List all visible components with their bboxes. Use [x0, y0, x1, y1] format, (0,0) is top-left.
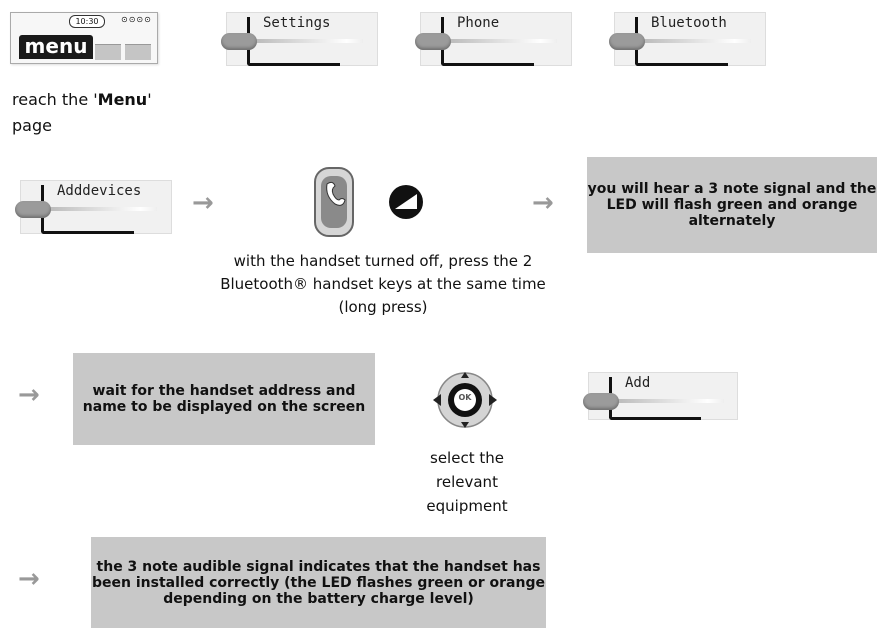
clock: 10:30: [69, 15, 105, 28]
menu-item-phone[interactable]: Phone: [415, 12, 572, 66]
settings-label: Settings: [263, 15, 331, 31]
select-key[interactable]: [609, 33, 645, 50]
menu-word: Menu: [97, 90, 148, 109]
arrow-icon: →: [18, 380, 40, 410]
menu-item-add[interactable]: Add: [583, 372, 738, 420]
select-key[interactable]: [15, 201, 51, 218]
menu-item-add-devices[interactable]: Adddevices: [15, 180, 172, 234]
arrow-icon: →: [532, 188, 554, 218]
select-key[interactable]: [583, 393, 619, 410]
signal-note: you will hear a 3 note signal and the LE…: [587, 157, 877, 253]
menu-instruction: reach the 'Menu' page: [12, 90, 152, 135]
add-label: Add: [625, 375, 651, 391]
menu-key[interactable]: menu: [19, 35, 93, 59]
ok-label: OK: [458, 393, 472, 402]
final-note: the 3 note audible signal indicates that…: [91, 537, 546, 628]
handset-keys-caption: with the handset turned off, press the 2…: [220, 252, 546, 316]
add-devices-label: Adddevices: [57, 183, 142, 199]
arrow-icon: →: [18, 564, 40, 594]
bluetooth-key-icon: [389, 185, 423, 219]
softkey-3[interactable]: [125, 44, 151, 60]
select-caption: select the relevant equipment: [426, 449, 508, 515]
phone-label: Phone: [457, 15, 500, 31]
menu-item-settings[interactable]: Settings: [221, 12, 378, 66]
bluetooth-label: Bluetooth: [651, 15, 727, 31]
select-key[interactable]: [415, 33, 451, 50]
arrow-icon: →: [192, 188, 214, 218]
select-key[interactable]: [221, 33, 257, 50]
softkey-2[interactable]: [95, 44, 121, 60]
handset-icon: [314, 167, 354, 237]
menu-item-bluetooth[interactable]: Bluetooth: [609, 12, 766, 66]
navigator-ok-key[interactable]: OK: [431, 370, 499, 430]
phone-display: 10:30 ⊙⊙⊙⊙ menu: [10, 12, 158, 64]
wait-note: wait for the handset address and name to…: [73, 353, 375, 445]
status-icons: ⊙⊙⊙⊙: [121, 15, 152, 24]
navigator-icon: [433, 372, 497, 428]
